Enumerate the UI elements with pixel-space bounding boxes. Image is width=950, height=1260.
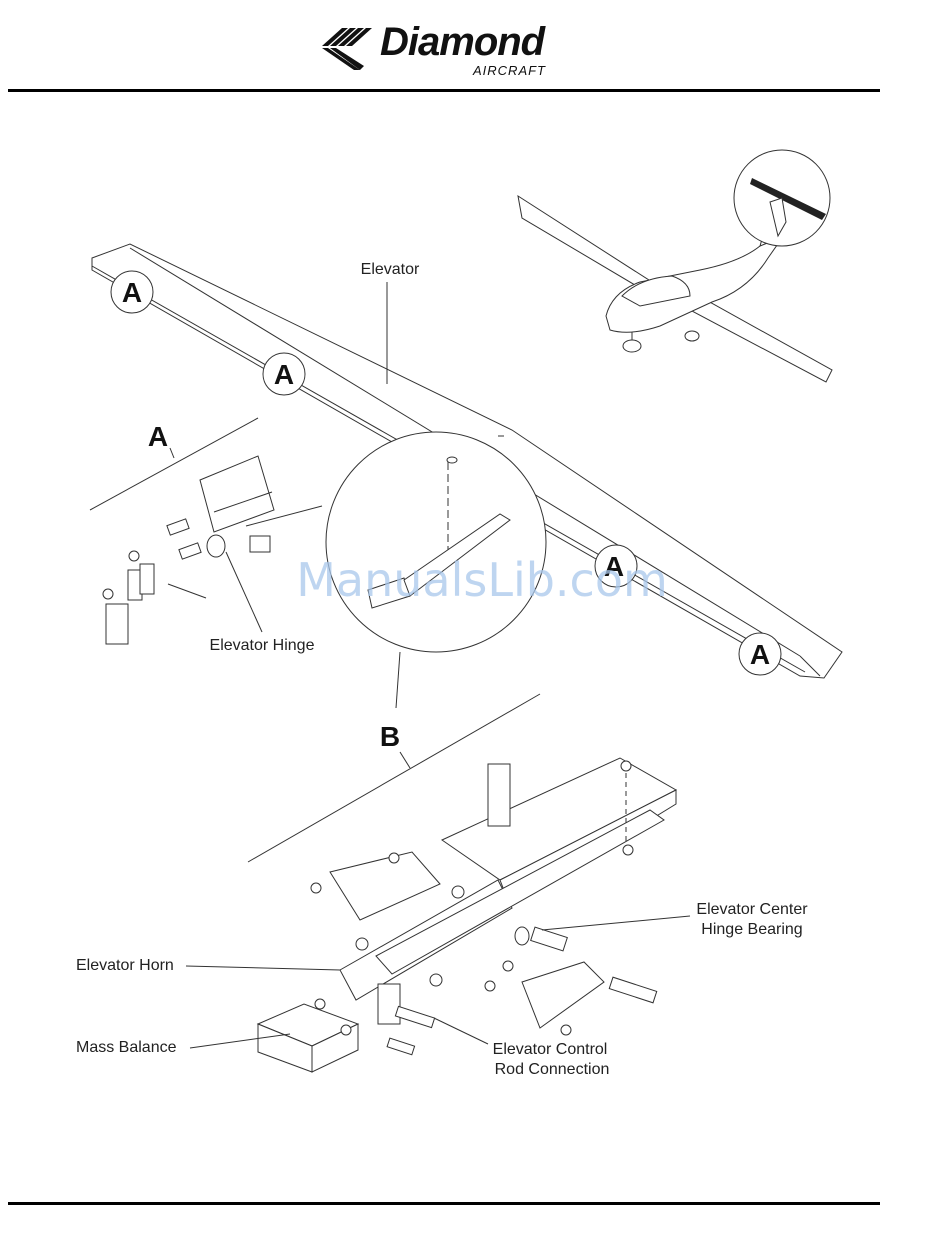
detail-b-drawing: B <box>76 694 808 1078</box>
footer-rule <box>8 1202 880 1205</box>
watermark: ManualsLib.com <box>296 553 668 607</box>
callout-control-rod-1: Elevator Control <box>493 1041 608 1058</box>
detail-a-hinge-drawing: A Elevator Hinge <box>90 418 322 654</box>
detail-a-letter: A <box>148 421 168 452</box>
aircraft-overview-drawing <box>518 150 832 382</box>
callout-mass-balance: Mass Balance <box>76 1039 177 1056</box>
callout-elevator-hinge: Elevator Hinge <box>210 637 315 654</box>
callout-elevator-horn: Elevator Horn <box>76 957 174 974</box>
detail-b-letter: B <box>380 721 400 752</box>
hinge-marker-a-2: A <box>274 359 294 390</box>
callout-center-bearing-2: Hinge Bearing <box>701 921 802 938</box>
callout-elevator: Elevator <box>361 261 420 278</box>
hinge-marker-a-4: A <box>750 639 770 670</box>
callout-center-bearing-1: Elevator Center <box>696 901 808 918</box>
hinge-marker-a-1: A <box>122 277 142 308</box>
callout-control-rod-2: Rod Connection <box>495 1061 610 1078</box>
